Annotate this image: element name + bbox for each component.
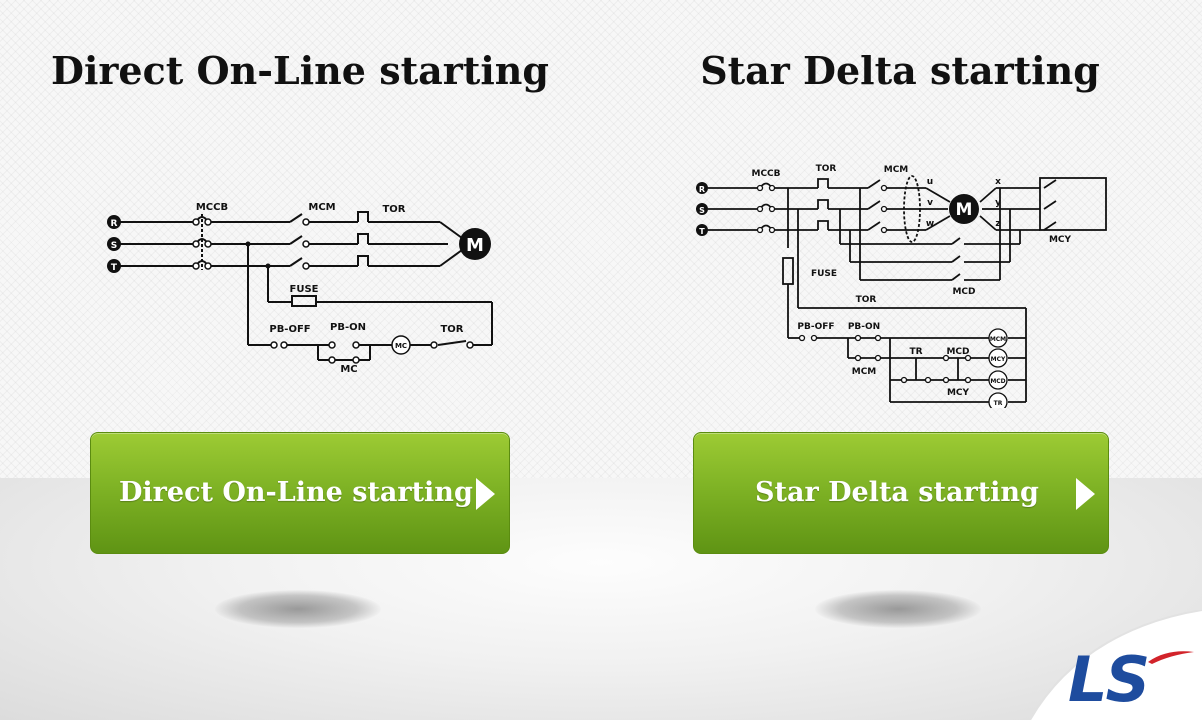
motor-label: M <box>466 235 484 256</box>
phase-t-label-sd: T <box>699 227 705 236</box>
coil-mcm-label: MCM <box>990 336 1006 343</box>
fuse-label: FUSE <box>290 284 319 295</box>
pb-off-label-sd: PB-OFF <box>797 322 834 332</box>
terminal-u: u <box>927 177 933 187</box>
mcd-contact-label: MCD <box>946 347 969 357</box>
phase-t-terminal <box>107 259 121 273</box>
coil-mcy-label: MCY <box>991 356 1006 363</box>
direct-online-button[interactable]: Direct On-Line starting <box>90 432 510 554</box>
phase-t-label: T <box>111 263 118 273</box>
tr-label: TR <box>909 347 922 357</box>
title-direct-online: Direct On-Line starting <box>51 48 549 93</box>
star-delta-diagram: R S T M MCCB TOR MCM u v w x y z MCY MCD… <box>690 158 1120 408</box>
pb-on-label-sd: PB-ON <box>848 322 880 332</box>
star-delta-button-label: Star Delta starting <box>755 477 1039 508</box>
direct-online-circuit: R S T M MC MCCB MCM TOR FUSE PB-OFF PB-O… <box>107 202 493 375</box>
fuse-label-sd: FUSE <box>811 269 837 279</box>
corner-swoosh <box>1029 610 1202 720</box>
mccb-label-sd: MCCB <box>751 169 780 179</box>
tor-ctrl-label-sd: TOR <box>856 295 877 305</box>
pb-off-label: PB-OFF <box>269 324 310 335</box>
motor-symbol-sd <box>949 194 979 224</box>
mc-coil <box>391 335 411 355</box>
phase-r-terminal-sd <box>696 182 708 194</box>
logo-accent-icon <box>1148 651 1194 664</box>
coil-mcd-label: MCD <box>990 378 1005 385</box>
terminal-z: z <box>995 219 1000 229</box>
phase-s-label: S <box>111 241 117 251</box>
mc-contact-label: MC <box>340 364 357 375</box>
coil-mcd <box>988 370 1008 390</box>
motor-symbol <box>459 228 491 260</box>
phase-t-terminal-sd <box>696 224 708 236</box>
terminal-w: w <box>926 219 934 229</box>
phase-s-terminal <box>107 237 121 251</box>
tor-ctrl-label: TOR <box>440 324 463 335</box>
mcm-label: MCM <box>308 202 335 213</box>
phase-r-label: R <box>111 219 118 229</box>
phase-s-label-sd: S <box>699 206 705 215</box>
coil-tr-label: TR <box>994 400 1003 407</box>
mc-coil-label: MC <box>395 342 407 350</box>
phase-s-terminal-sd <box>696 203 708 215</box>
direct-online-diagram: R S T M MC MCCB MCM TOR FUSE PB-OFF PB-O… <box>100 190 500 380</box>
terminal-y: y <box>995 198 1001 208</box>
mcy-label: MCY <box>1049 235 1072 245</box>
play-arrow-icon <box>1076 478 1095 510</box>
pb-on-label: PB-ON <box>330 322 366 333</box>
terminal-x: x <box>995 177 1001 187</box>
background-pattern <box>0 0 1202 478</box>
mccb-label: MCCB <box>196 202 228 213</box>
coil-mcy <box>988 348 1008 368</box>
phase-r-terminal <box>107 215 121 229</box>
star-delta-button[interactable]: Star Delta starting <box>693 432 1109 554</box>
motor-label-sd: M <box>956 200 973 220</box>
title-star-delta: Star Delta starting <box>700 48 1100 93</box>
tor-label: TOR <box>382 204 405 215</box>
button-shadow-right <box>815 590 981 628</box>
coil-mcm <box>988 328 1008 348</box>
button-shadow-left <box>215 590 381 628</box>
terminal-v: v <box>927 198 933 208</box>
star-delta-circuit: R S T M MCCB TOR MCM u v w x y z MCY MCD… <box>696 164 1107 408</box>
play-arrow-icon <box>476 478 495 510</box>
phase-r-label-sd: R <box>699 185 705 194</box>
mcy-contact-label: MCY <box>947 388 970 398</box>
mcm-label-sd: MCM <box>884 165 909 175</box>
coil-tr <box>988 392 1008 408</box>
mcd-label: MCD <box>952 287 975 297</box>
tor-label-sd: TOR <box>816 164 837 174</box>
mcm-contact-label: MCM <box>852 367 877 377</box>
ls-logo: LS <box>1068 643 1150 716</box>
direct-online-button-label: Direct On-Line starting <box>119 477 473 508</box>
